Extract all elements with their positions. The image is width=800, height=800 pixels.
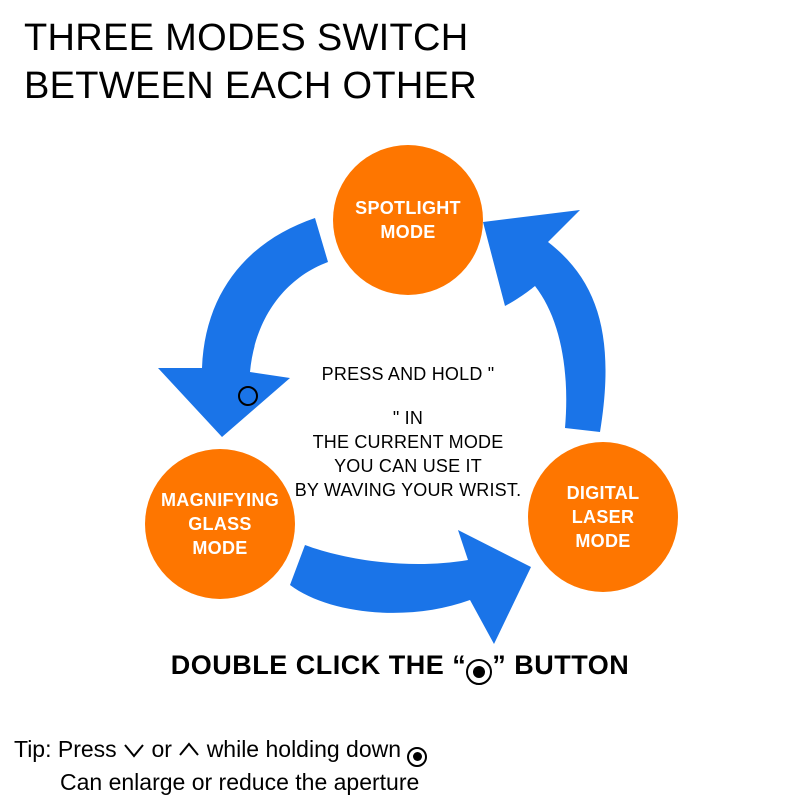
arrow-spotlight-to-magnifying — [158, 218, 328, 437]
title-line-2: BETWEEN EACH OTHER — [24, 65, 477, 107]
node-laser-line-2: LASER — [571, 507, 635, 527]
center-line-1-suffix: " IN — [392, 408, 424, 428]
double-click-instruction: DOUBLE CLICK THE “ ” BUTTON — [0, 650, 800, 685]
node-magnifying-glass-mode: MAGNIFYING GLASS MODE — [145, 449, 295, 599]
node-spotlight-mode: SPOTLIGHT MODE — [333, 145, 483, 295]
node-spotlight-line-2: MODE — [380, 222, 436, 242]
center-line-1: PRESS AND HOLD " " IN — [238, 362, 578, 430]
center-line-3: YOU CAN USE IT — [334, 456, 482, 476]
node-magnifying-line-2: GLASS — [188, 514, 252, 534]
tip-part-3: while holding down — [206, 736, 402, 762]
tip-part-2: or — [151, 736, 172, 762]
double-click-suffix: ” BUTTON — [492, 650, 630, 680]
tip-note: Tip: Press or while holding down Can enl… — [14, 734, 428, 797]
circle-dot-button-icon — [407, 746, 428, 767]
circle-dot-button-icon — [238, 386, 258, 406]
chevron-up-icon — [179, 742, 200, 756]
double-click-prefix: DOUBLE CLICK THE “ — [170, 650, 467, 680]
node-digital-laser-mode: DIGITAL LASER MODE — [528, 442, 678, 592]
circle-dot-button-icon — [466, 659, 493, 685]
tip-line-2: Can enlarge or reduce the aperture — [60, 768, 420, 795]
node-laser-line-3: MODE — [575, 531, 631, 551]
center-line-1-prefix: PRESS AND HOLD " — [321, 364, 495, 384]
node-laser-line-1: DIGITAL — [566, 483, 640, 503]
node-magnifying-line-3: MODE — [192, 538, 248, 558]
node-spotlight-line-1: SPOTLIGHT — [355, 198, 461, 218]
title-line-1: THREE MODES SWITCH — [24, 17, 469, 59]
center-line-4: BY WAVING YOUR WRIST. — [294, 480, 522, 500]
arrow-laser-to-spotlight — [483, 210, 606, 432]
page-title: THREE MODES SWITCH BETWEEN EACH OTHER — [24, 14, 477, 110]
tip-line-1: Tip: Press or while holding down — [14, 736, 428, 767]
tip-part-1: Tip: Press — [14, 736, 117, 762]
chevron-down-icon — [124, 744, 144, 758]
center-instruction: PRESS AND HOLD " " IN THE CURRENT MODE YO… — [238, 362, 578, 502]
node-magnifying-line-1: MAGNIFYING — [161, 490, 279, 510]
center-line-2: THE CURRENT MODE — [312, 432, 504, 452]
arrow-magnifying-to-laser — [290, 530, 531, 644]
